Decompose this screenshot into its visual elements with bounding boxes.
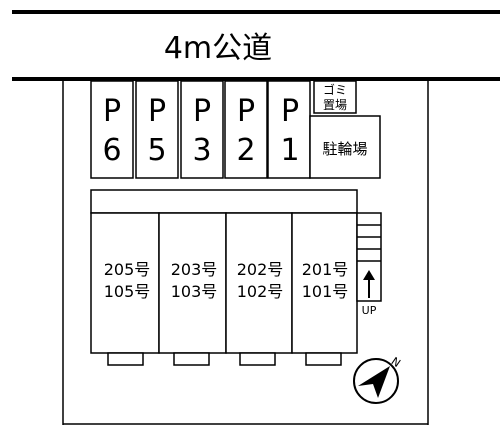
entrance-step	[239, 352, 276, 366]
parking-space-3	[180, 80, 224, 179]
parking-5-number: 5	[147, 133, 166, 168]
parking-space-5	[135, 80, 179, 179]
parking-space-6	[90, 80, 134, 179]
parking-area	[90, 80, 311, 179]
parking-5-letter: P	[148, 94, 166, 129]
parking-3-letter: P	[193, 94, 211, 129]
parking-1-letter: P	[281, 94, 299, 129]
parking-1-number: 1	[280, 133, 299, 168]
unit-upper-label: 203号	[171, 260, 218, 279]
parking-6-letter: P	[103, 94, 121, 129]
garbage-label-line2: 置場	[323, 98, 347, 112]
entrance-step	[107, 352, 144, 366]
parking-space-2	[224, 80, 268, 179]
unit-205-105	[90, 212, 160, 354]
building-corridor	[90, 189, 358, 214]
unit-lower-label: 103号	[171, 282, 218, 301]
entrance-step	[305, 352, 342, 366]
garbage-label-line1: ゴミ	[323, 82, 347, 97]
parking-6-number: 6	[102, 133, 121, 168]
north-compass-icon	[353, 358, 399, 404]
entrance-steps	[107, 352, 342, 366]
unit-upper-label: 201号	[302, 260, 349, 279]
unit-lower-label: 102号	[237, 282, 284, 301]
garbage-area	[313, 80, 357, 114]
parking-2-letter: P	[237, 94, 255, 129]
unit-lower-label: 101号	[302, 282, 349, 301]
up-arrow-icon	[363, 270, 375, 298]
building	[90, 189, 358, 354]
road-label: 4m公道	[164, 31, 272, 66]
unit-lower-label: 105号	[104, 282, 151, 301]
bicycle-parking-label: 駐輪場	[322, 140, 367, 158]
unit-upper-label: 205号	[104, 260, 151, 279]
parking-2-number: 2	[236, 133, 255, 168]
parking-space-1	[267, 80, 311, 179]
bicycle-parking	[309, 115, 381, 179]
stairs-up-label: UP	[362, 304, 377, 317]
unit-upper-label: 202号	[237, 260, 284, 279]
parking-3-number: 3	[192, 133, 211, 168]
unit-201-101	[291, 212, 358, 354]
entrance-step	[173, 352, 210, 366]
